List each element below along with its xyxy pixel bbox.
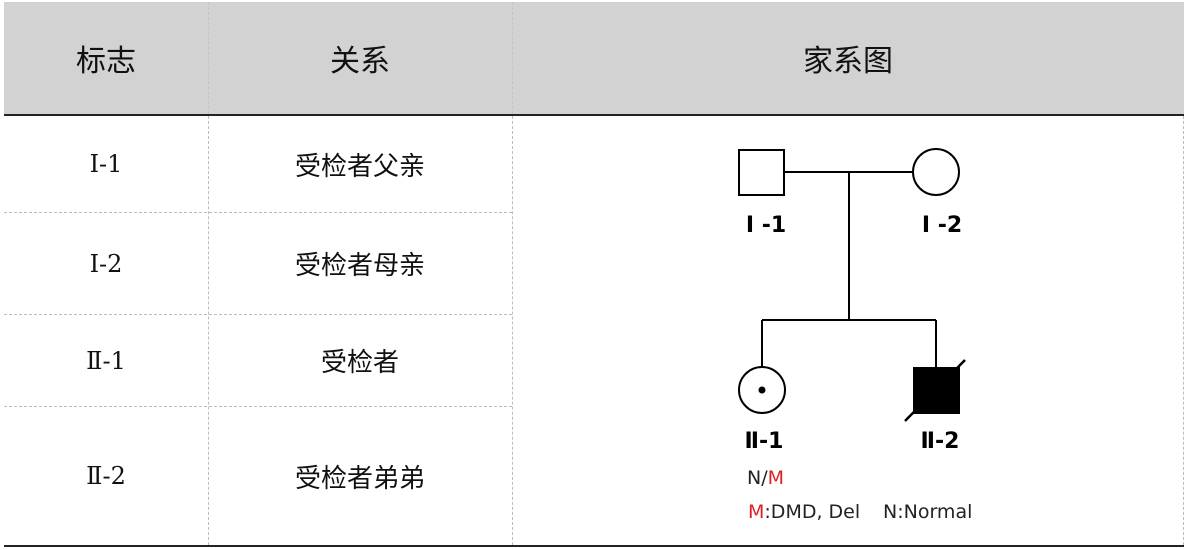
label-mother: I -2 [922, 213, 962, 238]
legend-n-desc: N:Normal [883, 501, 972, 523]
row-divider [4, 212, 512, 213]
row-mark: Ⅰ-2 [89, 249, 123, 278]
column-divider [208, 116, 209, 545]
row-relation: 受检者 [320, 348, 399, 378]
header-mark: 标志 [76, 44, 136, 79]
legend-m-key: M [748, 501, 764, 523]
header-pedigree: 家系图 [803, 44, 893, 79]
bottom-rule [4, 545, 1184, 547]
legend-m-desc: :DMD, Del [764, 501, 860, 523]
row-divider [4, 314, 512, 315]
table-header [4, 2, 1184, 114]
row-mark: Ⅱ-1 [86, 346, 126, 375]
genotype-normal: N/ [747, 467, 768, 489]
genotype-label: N/M [747, 467, 784, 489]
row-mark: Ⅱ-2 [86, 462, 126, 490]
row-mark: Ⅰ-1 [89, 150, 123, 178]
header-rule [4, 114, 1184, 116]
label-son: Ⅱ-2 [921, 429, 960, 454]
father-square [738, 149, 785, 196]
pedigree-table: 标志 关系 家系图 Ⅰ-1 受检者父亲 Ⅰ-2 受检者母亲 Ⅱ-1 受检者 Ⅱ-… [4, 2, 1184, 547]
label-daughter: Ⅱ-1 [745, 429, 784, 454]
mother-circle [912, 148, 960, 196]
column-divider [512, 2, 513, 114]
column-divider [512, 116, 513, 545]
label-father: I -1 [746, 213, 786, 238]
row-relation: 受检者母亲 [294, 251, 425, 281]
carrier-dot [758, 386, 766, 394]
deceased-slash [904, 359, 966, 422]
column-divider [208, 2, 209, 114]
row-relation: 受检者父亲 [294, 151, 425, 182]
genotype-mutant: M [768, 467, 784, 489]
header-relation: 关系 [330, 44, 390, 79]
row-divider [4, 406, 512, 407]
column-divider [1183, 116, 1184, 545]
row-relation: 受检者弟弟 [294, 463, 425, 494]
legend: M:DMD, Del [748, 501, 860, 523]
